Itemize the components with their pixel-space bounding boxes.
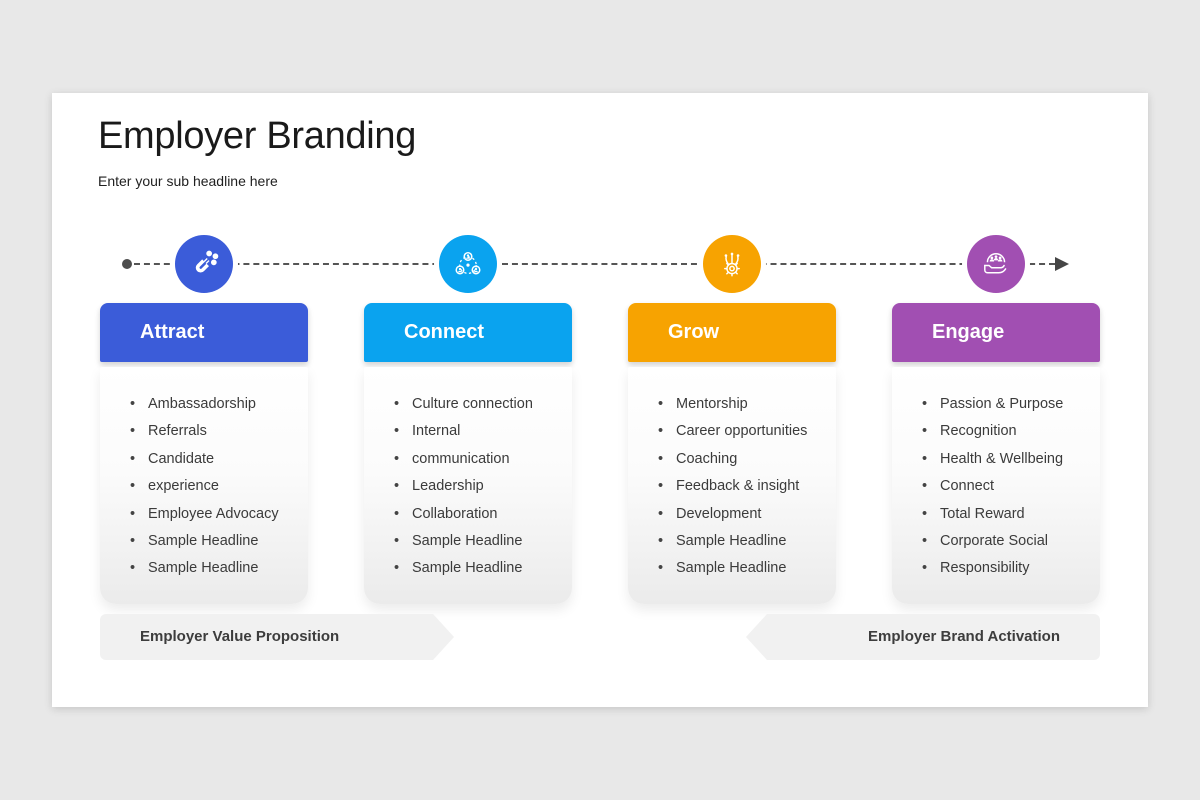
column-header-attract: Attract	[100, 303, 308, 362]
list-item: Connect	[920, 473, 1092, 501]
list-item: Mentorship	[656, 391, 828, 419]
column-engage: Engage Passion & Purpose Recognition Hea…	[892, 303, 1100, 604]
list-item: Culture connection	[392, 391, 564, 419]
list-item: Internal	[392, 418, 564, 446]
banner-employer-brand-activation: Employer Brand Activation	[746, 614, 1100, 660]
sub-headline: Enter your sub headline here	[98, 173, 278, 189]
column-connect: Connect Culture connection Internal comm…	[364, 303, 572, 604]
bullet-list: Ambassadorship Referrals Candidate exper…	[100, 391, 308, 583]
list-item: Candidate	[128, 446, 300, 474]
list-item: Corporate Social	[920, 528, 1092, 556]
list-item: Employee Advocacy	[128, 501, 300, 529]
column-label: Connect	[404, 321, 484, 343]
column-label: Engage	[932, 321, 1005, 343]
column-header-connect: Connect	[364, 303, 572, 362]
timeline-start-dot	[122, 259, 132, 269]
list-item: Ambassadorship	[128, 391, 300, 419]
column-label: Attract	[140, 321, 205, 343]
magnet-attract-icon	[195, 250, 219, 273]
list-item: Sample Headline	[392, 555, 564, 583]
list-item: Collaboration	[392, 501, 564, 529]
engage-icon-badge	[967, 235, 1025, 293]
list-item: Health & Wellbeing	[920, 446, 1092, 474]
list-item: Sample Headline	[392, 528, 564, 556]
pillar-columns: Attract Ambassadorship Referrals Candida…	[100, 303, 1100, 604]
column-body-connect: Culture connection Internal communicatio…	[364, 367, 572, 604]
column-label: Grow	[668, 321, 720, 343]
arrow-left-shape	[746, 614, 767, 660]
slide: Employer Branding Enter your sub headlin…	[52, 93, 1148, 707]
column-attract: Attract Ambassadorship Referrals Candida…	[100, 303, 308, 604]
column-body-grow: Mentorship Career opportunities Coaching…	[628, 367, 836, 604]
column-grow: Grow Mentorship Career opportunities Coa…	[628, 303, 836, 604]
attract-icon-badge	[175, 235, 233, 293]
timeline-dashed-line	[134, 263, 1055, 265]
banner-employer-value-proposition: Employer Value Proposition	[100, 614, 454, 660]
list-item: Coaching	[656, 446, 828, 474]
connect-icon-badge	[439, 235, 497, 293]
list-item: communication	[392, 446, 564, 474]
bullet-list: Mentorship Career opportunities Coaching…	[628, 391, 836, 583]
list-item: Leadership	[392, 473, 564, 501]
list-item: Sample Headline	[656, 555, 828, 583]
list-item: Sample Headline	[128, 528, 300, 556]
people-network-icon	[455, 251, 481, 275]
list-item: Sample Headline	[128, 555, 300, 583]
list-item: Responsibility	[920, 555, 1092, 583]
list-item: Development	[656, 501, 828, 529]
gear-growth-icon	[724, 252, 740, 277]
grow-icon-badge	[703, 235, 761, 293]
page-title: Employer Branding	[98, 115, 417, 157]
list-item: Passion & Purpose	[920, 391, 1092, 419]
list-item: Career opportunities	[656, 418, 828, 446]
list-item: Referrals	[128, 418, 300, 446]
list-item: Sample Headline	[656, 528, 828, 556]
column-body-attract: Ambassadorship Referrals Candidate exper…	[100, 367, 308, 604]
arrow-right-shape	[433, 614, 454, 660]
banner-label: Employer Brand Activation	[868, 628, 1060, 645]
timeline-arrow-icon	[1055, 257, 1069, 271]
list-item: experience	[128, 473, 300, 501]
bullet-list: Passion & Purpose Recognition Health & W…	[892, 391, 1100, 583]
column-header-engage: Engage	[892, 303, 1100, 362]
hand-holding-people-icon	[984, 252, 1007, 274]
column-header-grow: Grow	[628, 303, 836, 362]
list-item: Feedback & insight	[656, 473, 828, 501]
banner-label: Employer Value Proposition	[140, 628, 340, 645]
list-item: Total Reward	[920, 501, 1092, 529]
column-body-engage: Passion & Purpose Recognition Health & W…	[892, 367, 1100, 604]
bullet-list: Culture connection Internal communicatio…	[364, 391, 572, 583]
list-item: Recognition	[920, 418, 1092, 446]
